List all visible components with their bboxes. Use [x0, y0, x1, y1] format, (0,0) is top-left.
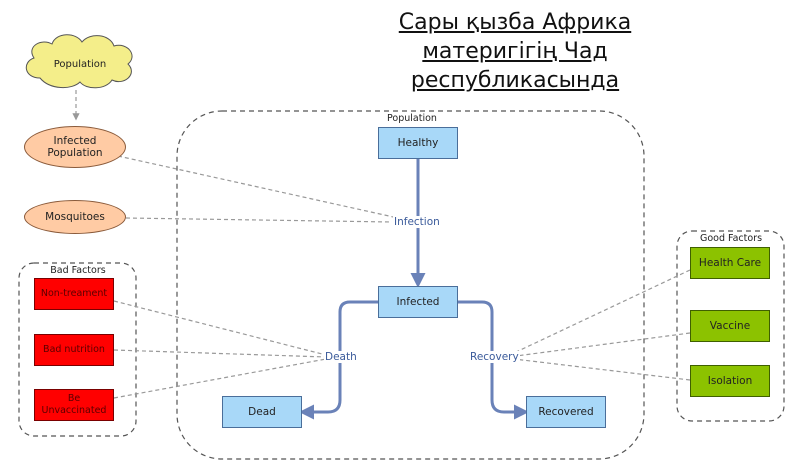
bad-factor-non-treament[interactable]: Non-treament	[34, 278, 114, 310]
population-cloud	[25, 34, 133, 89]
title-line-3: республикасында	[410, 68, 620, 93]
good-factor-vaccine[interactable]: Vaccine	[690, 310, 770, 342]
influence-links	[72, 90, 691, 399]
link-isolation-recovery	[513, 358, 691, 381]
link-unvaccinated-death	[113, 358, 327, 399]
death-flow-label: Death	[324, 351, 358, 363]
bad-factors-label: Bad Factors	[50, 265, 106, 276]
population-group-label: Population	[387, 113, 437, 124]
population-group	[176, 110, 645, 460]
link-vaccine-recovery	[515, 332, 691, 357]
link-infectedpop-infection	[117, 155, 399, 219]
infection-flow-label: Infection	[393, 216, 441, 228]
title-line-2: материгігің Чад	[422, 39, 608, 64]
link-healthcare-recovery	[513, 269, 691, 354]
good-factors-label: Good Factors	[699, 233, 763, 244]
mosquitoes-node[interactable]: Mosquitoes	[24, 200, 126, 234]
title-line-1: Сары қызба Африка	[398, 10, 632, 35]
bad-factors-group	[18, 262, 137, 437]
recovery-flow-label: Recovery	[469, 351, 520, 363]
good-factors-group	[676, 230, 785, 422]
recovered-stock[interactable]: Recovered	[526, 396, 606, 428]
population-cloud-label: Population	[53, 58, 107, 70]
good-factor-isolation[interactable]: Isolation	[690, 365, 770, 397]
link-badnutrition-death	[113, 349, 327, 358]
good-factor-health-care[interactable]: Health Care	[690, 247, 770, 279]
link-nontreament-death	[113, 300, 327, 356]
bad-factor-be-unvaccinated[interactable]: Be Unvaccinated	[34, 389, 114, 421]
healthy-stock[interactable]: Healthy	[378, 127, 458, 159]
bad-factor-bad-nutrition[interactable]: Bad nutrition	[34, 334, 114, 366]
dead-stock[interactable]: Dead	[222, 396, 302, 428]
infected-population-node[interactable]: Infected Population	[24, 126, 126, 168]
infected-stock[interactable]: Infected	[378, 286, 458, 318]
page-title: Сары қызба Африка материгігің Чад респуб…	[380, 8, 650, 95]
link-mosquitoes-infection	[125, 217, 393, 223]
